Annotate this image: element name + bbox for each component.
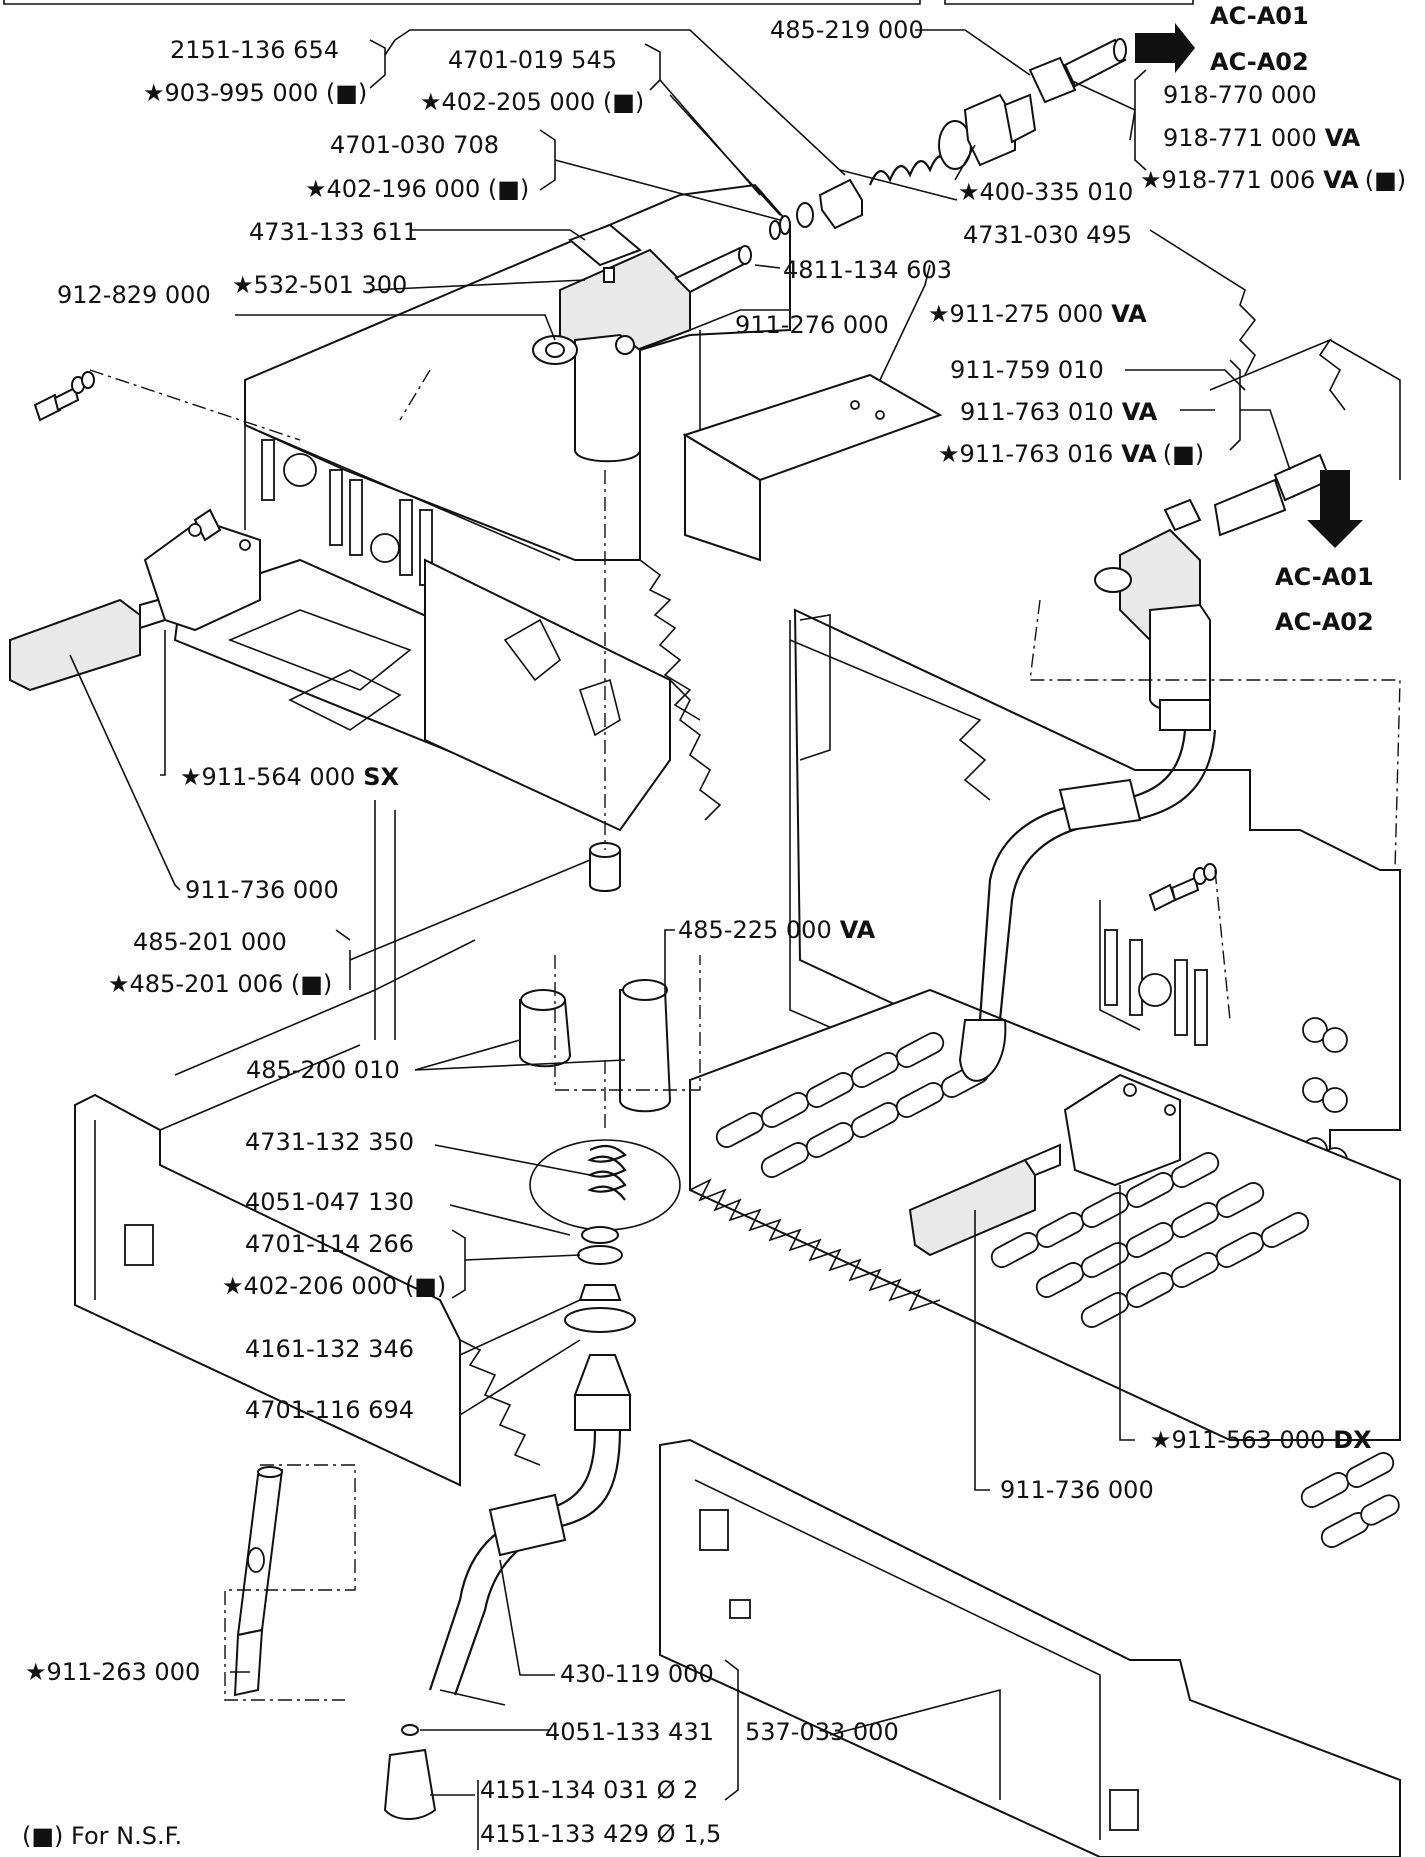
- label-903-995-000: ★903-995 000 (■): [143, 79, 367, 107]
- label-911-276-000: 911-276 000: [735, 311, 889, 339]
- label-4161-132-346: 4161-132 346: [245, 1335, 414, 1363]
- label-4051-133-431: 4051-133 431: [545, 1718, 714, 1746]
- parts: [9, 38, 1401, 1820]
- label-4701-019-545: 4701-019 545: [448, 46, 617, 74]
- label-4701-030-708: 4701-030 708: [330, 131, 499, 159]
- nsf-legend: (■) For N.S.F.: [22, 1822, 182, 1850]
- label-911-263-000: ★911-263 000: [25, 1658, 200, 1686]
- label-402-206-000: ★402-206 000 (■): [222, 1272, 446, 1300]
- nozzle-tip: [383, 1724, 437, 1820]
- arrow-label-right-ac-a01: AC-A01: [1275, 563, 1374, 591]
- label-4701-116-694: 4701-116 694: [245, 1396, 414, 1424]
- label-2151-136-654: 2151-136 654: [170, 36, 339, 64]
- left-screw: [33, 371, 95, 422]
- side-tube: [233, 1466, 284, 1697]
- label-918-770-000: 918-770 000: [1163, 81, 1317, 109]
- label-4151-134-031: 4151-134 031 Ø 2: [480, 1776, 698, 1804]
- label-485-201-006: ★485-201 006 (■): [108, 970, 332, 998]
- label-485-201-000: 485-201 000: [133, 928, 287, 956]
- leader-lines: [69, 29, 1291, 1850]
- label-4731-030-495: 4731-030 495: [963, 221, 1132, 249]
- label-911-736-000-left: 911-736 000: [185, 876, 339, 904]
- lower-valve-stack: [428, 842, 681, 1696]
- perforation-slots: [715, 1032, 1400, 1548]
- drip-bracket: [682, 373, 943, 562]
- left-knob: [9, 508, 261, 692]
- label-402-205-000: ★402-205 000 (■): [420, 88, 644, 116]
- label-4051-047-130: 4051-047 130: [245, 1188, 414, 1216]
- label-532-501-300: ★532-501 300: [232, 271, 407, 299]
- label-4151-133-429: 4151-133 429 Ø 1,5: [480, 1820, 721, 1848]
- label-4731-132-350: 4731-132 350: [245, 1128, 414, 1156]
- label-485-200-010: 485-200 010: [246, 1056, 400, 1084]
- right-valve-body: [958, 453, 1332, 1082]
- label-430-119-000: 430-119 000: [560, 1660, 714, 1688]
- arrow-label-top-ac-a01: AC-A01: [1210, 2, 1309, 30]
- flow-arrows: [1135, 23, 1363, 548]
- label-911-759-010: 911-759 010: [950, 356, 1104, 384]
- label-4701-114-266: 4701-114 266: [245, 1230, 414, 1258]
- arrow-label-top-ac-a02: AC-A02: [1210, 48, 1309, 76]
- upper-valve-body: [532, 223, 752, 463]
- label-4811-134-603: 4811-134 603: [783, 256, 952, 284]
- label-537-033-000: 537-033 000: [745, 1718, 899, 1746]
- top-frame: [3, 0, 1194, 5]
- arrow-labels: AC-A01 AC-A02 AC-A01 AC-A02: [1210, 2, 1374, 636]
- right-knob: [908, 1073, 1181, 1257]
- label-485-219-000: 485-219 000: [770, 16, 924, 44]
- label-4731-133-611: 4731-133 611: [249, 218, 418, 246]
- machine-body-drawing: [74, 183, 1401, 1857]
- label-911-736-000-right: 911-736 000: [1000, 1476, 1154, 1504]
- label-402-196-000: ★402-196 000 (■): [305, 175, 529, 203]
- label-400-335-010: ★400-335 010: [958, 178, 1133, 206]
- part-labels: 2151-136 654 ★903-995 000 (■) 4701-019 5…: [25, 16, 1406, 1848]
- upper-spring-assembly: [769, 38, 1127, 240]
- right-screw: [1148, 863, 1217, 912]
- arrow-label-right-ac-a02: AC-A02: [1275, 608, 1374, 636]
- label-912-829-000: 912-829 000: [57, 281, 211, 309]
